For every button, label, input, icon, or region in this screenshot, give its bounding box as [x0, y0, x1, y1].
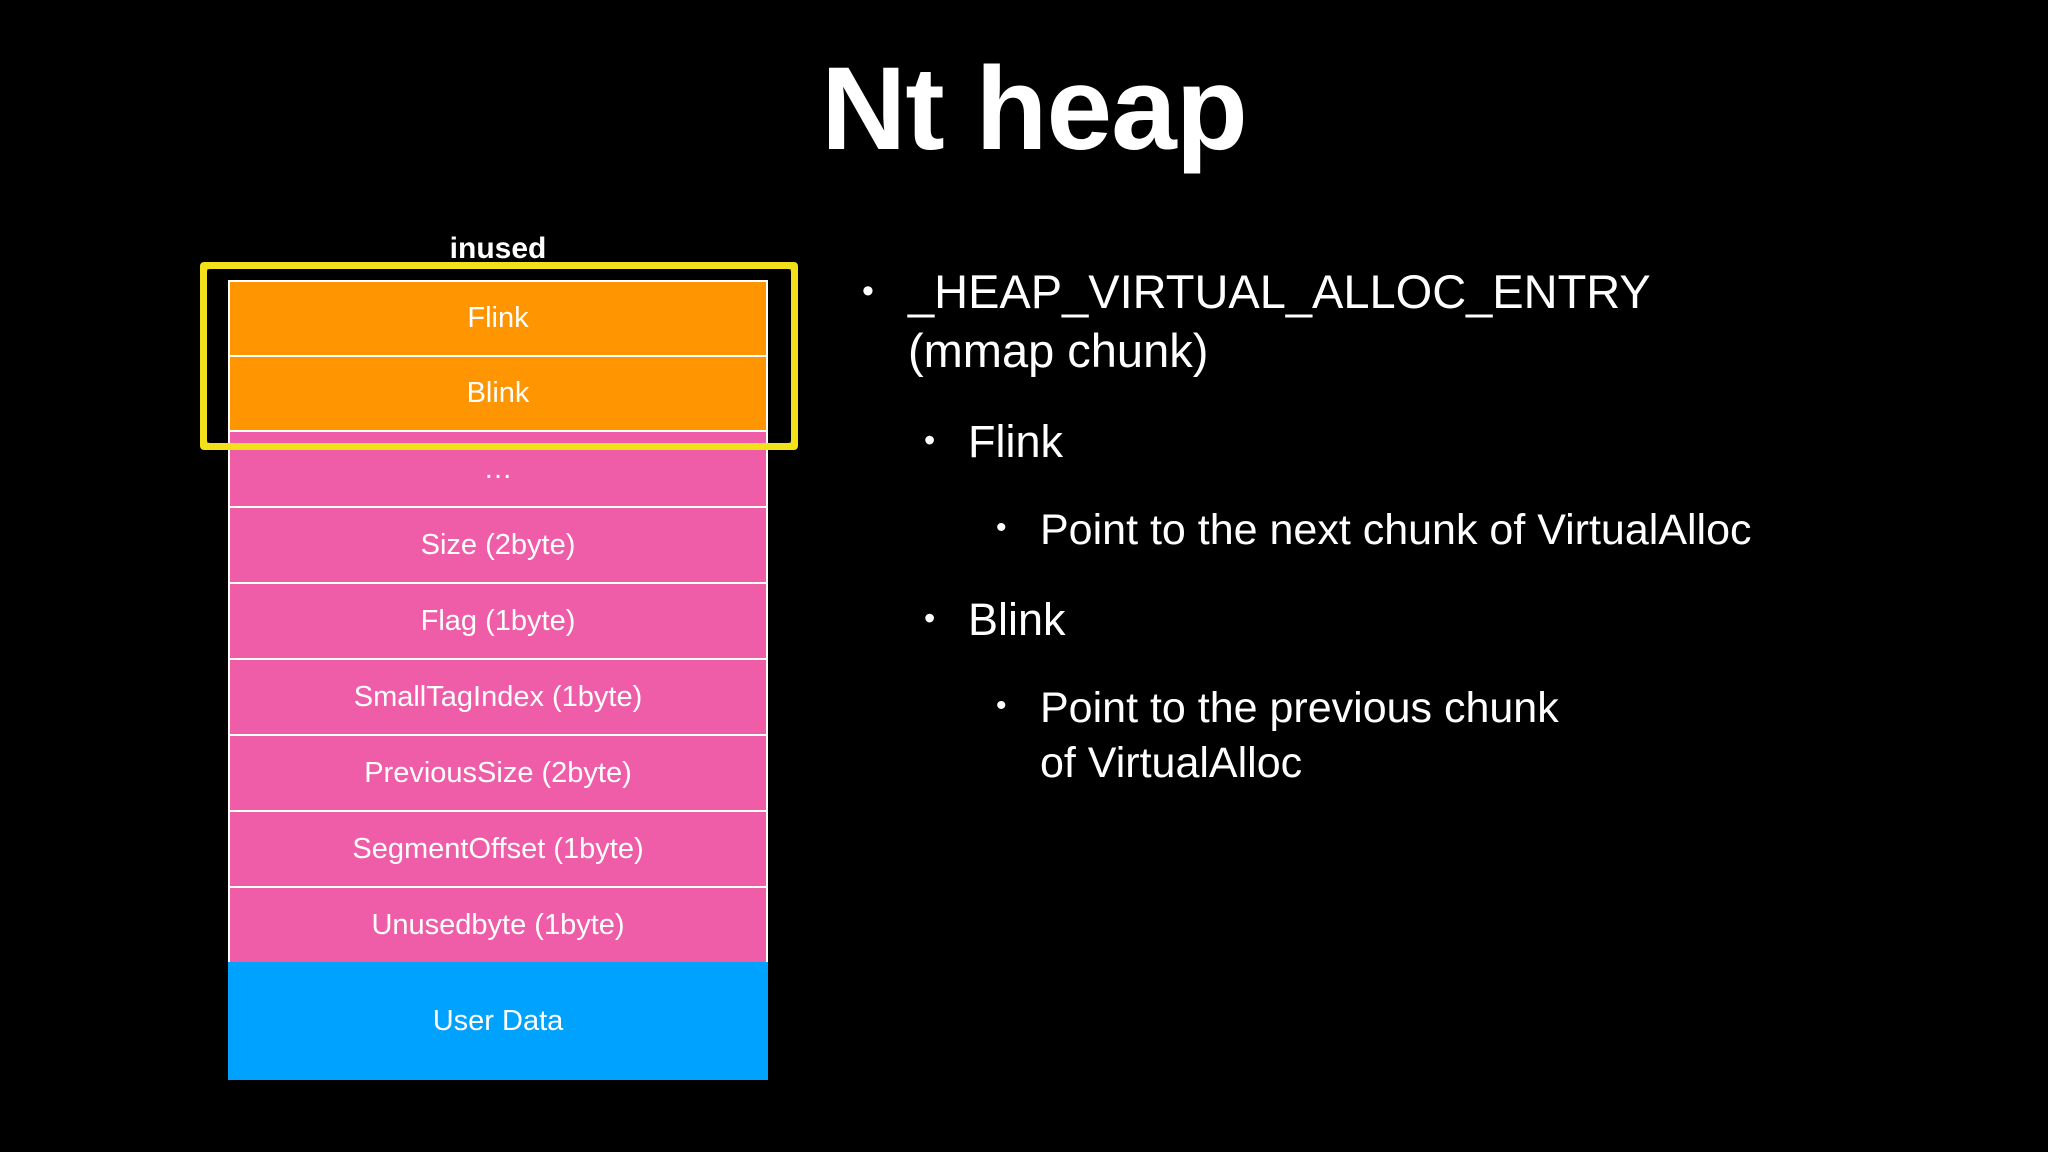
bullet-item-flink: • Flink	[924, 414, 1982, 471]
chunk-row-ellipsis: …	[228, 430, 768, 506]
bullet-text: Point to the next chunk of VirtualAlloc	[1040, 506, 1752, 555]
chunk-row-label: Flag (1byte)	[420, 604, 576, 637]
chunk-row-label: Flink	[467, 302, 529, 334]
heap-chunk-diagram: Flink Blink … Size (2byte) Flag (1byte) …	[228, 280, 768, 1080]
bullet-item-heap-virtual-alloc-entry: • _HEAP_VIRTUAL_ALLOC_ENTRY (mmap chunk)	[862, 262, 1982, 380]
chunk-row-flink: Flink	[228, 280, 768, 355]
chunk-row-label: Blink	[466, 377, 530, 409]
chunk-row-previoussize: PreviousSize (2byte)	[228, 734, 768, 810]
bullet-item-blink: • Blink	[924, 592, 1982, 649]
bullet-marker-icon: •	[862, 272, 874, 310]
chunk-row-label: SegmentOffset (1byte)	[352, 832, 644, 865]
chunk-row-blink: Blink	[228, 355, 768, 430]
chunk-row-label: Size (2byte)	[420, 528, 576, 561]
bullet-marker-icon: •	[996, 511, 1007, 545]
chunk-row-size: Size (2byte)	[228, 506, 768, 582]
chunk-row-smalltagindex: SmallTagIndex (1byte)	[228, 658, 768, 734]
chunk-row-segmentoffset: SegmentOffset (1byte)	[228, 810, 768, 886]
chunk-row-unusedbyte: Unusedbyte (1byte)	[228, 886, 768, 962]
bullet-text: Blink	[968, 594, 1066, 646]
chunk-row-label: Unusedbyte (1byte)	[371, 908, 625, 941]
chunk-row-label: PreviousSize (2byte)	[364, 756, 632, 789]
bullet-list: • _HEAP_VIRTUAL_ALLOC_ENTRY (mmap chunk)…	[862, 262, 1982, 825]
chunk-row-label: …	[483, 452, 513, 485]
chunk-row-user-data: User Data	[228, 962, 768, 1080]
bullet-marker-icon: •	[996, 688, 1007, 722]
inused-annotation-label: inused	[449, 232, 547, 265]
bullet-item-flink-description: • Point to the next chunk of VirtualAllo…	[996, 503, 1982, 558]
chunk-row-flag: Flag (1byte)	[228, 582, 768, 658]
bullet-text: Flink	[968, 416, 1064, 468]
page-title: Nt heap	[821, 43, 1248, 175]
chunk-row-label: SmallTagIndex (1byte)	[353, 680, 643, 713]
bullet-text: Point to the previous chunk of VirtualAl…	[1040, 683, 1559, 787]
bullet-item-blink-description: • Point to the previous chunk of Virtual…	[996, 681, 1982, 791]
bullet-text: _HEAP_VIRTUAL_ALLOC_ENTRY (mmap chunk)	[908, 265, 1650, 378]
chunk-row-label: User Data	[432, 1004, 564, 1037]
bullet-marker-icon: •	[924, 422, 936, 459]
bullet-marker-icon: •	[924, 600, 936, 637]
